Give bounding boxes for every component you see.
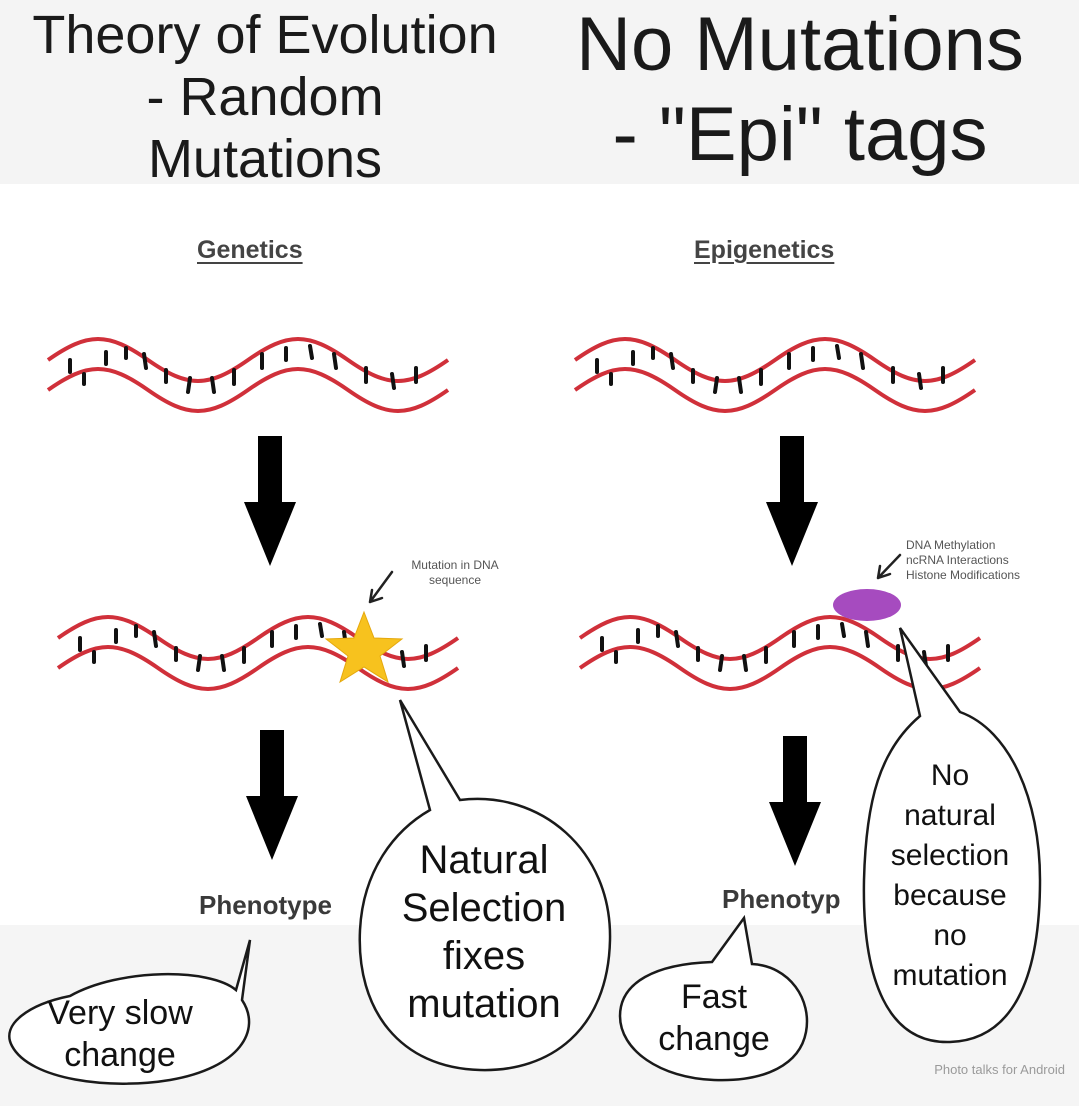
bubble-no-natural-line-1: No [930,759,970,792]
bubble-natural-selection-line-4: mutation [407,982,561,1026]
mutation-star-icon [324,610,404,684]
bubble-natural-selection-line-1: Natural [419,838,549,882]
bubble-natural-selection-line-2: Selection [401,886,567,930]
top-caption-band [0,0,1079,184]
bubble-no-natural [862,627,1042,1044]
bubble-natural-selection-text: Natural Selection fixes mutation [374,836,594,1028]
bubble-fast-text: Fast change [624,976,804,1060]
bubble-no-natural-line-5: no [933,919,967,952]
epigenetic-annotation: DNA Methylation ncRNA Interactions Histo… [906,538,1079,583]
bubble-fast-line-1: Fast [680,978,748,1016]
caption-right: No Mutations - "Epi" tags [530,0,1070,180]
bubble-no-natural-line-4: because [893,879,1007,912]
bubble-no-natural-line-6: mutation [892,959,1008,992]
phenotype-right: Phenotyp [722,884,841,914]
bubble-natural-selection [358,699,612,1072]
heading-genetics: Genetics [197,236,303,264]
bubble-very-slow-line-2: change [64,1036,176,1074]
dna-strand-bottom-left [56,615,460,691]
bubble-no-natural-line-3: selection [890,839,1010,872]
bubble-no-natural-text: No natural selection because no mutation [870,756,1030,996]
epigenetic-annotation-line-2: ncRNA Interactions [906,553,1009,567]
caption-left: Theory of Evolution - Random Mutations [0,4,530,190]
arrow-down-left-2 [246,730,298,860]
bubble-very-slow [8,939,252,1085]
heading-epigenetics: Epigenetics [694,236,835,264]
dna-strand-top-right [573,337,977,413]
bubble-no-natural-line-2: natural [904,799,996,832]
arrow-down-left-1 [244,436,296,566]
bubble-natural-selection-line-3: fixes [442,934,526,978]
arrow-down-right-1 [766,436,818,566]
caption-right-line-2: - "Epi" tags [612,92,988,177]
mutation-annotation: Mutation in DNA sequence [380,558,530,588]
epi-pointer-icon [876,553,902,580]
bubble-very-slow-text: Very slow change [20,992,220,1076]
dna-strand-top-left [46,337,450,413]
arrow-down-right-2 [769,736,821,866]
watermark: Photo talks for Android [934,1062,1065,1077]
mutation-pointer-icon [368,570,394,604]
mutation-annotation-line-2: sequence [428,573,482,587]
caption-left-line-3: Mutations [147,129,383,189]
phenotype-left: Phenotype [199,890,332,920]
epigenetic-annotation-line-1: DNA Methylation [906,538,996,552]
epigenetic-annotation-line-3: Histone Modifications [906,568,1021,582]
bubble-fast [618,914,809,1082]
epi-tag-icon [833,589,901,621]
mutation-annotation-line-1: Mutation in DNA [411,558,499,572]
bubble-fast-line-2: change [658,1020,770,1058]
bubble-very-slow-line-1: Very slow [47,994,193,1032]
caption-right-line-1: No Mutations [576,2,1024,87]
caption-left-line-2: - Random [146,67,384,127]
caption-left-line-1: Theory of Evolution [32,5,498,65]
